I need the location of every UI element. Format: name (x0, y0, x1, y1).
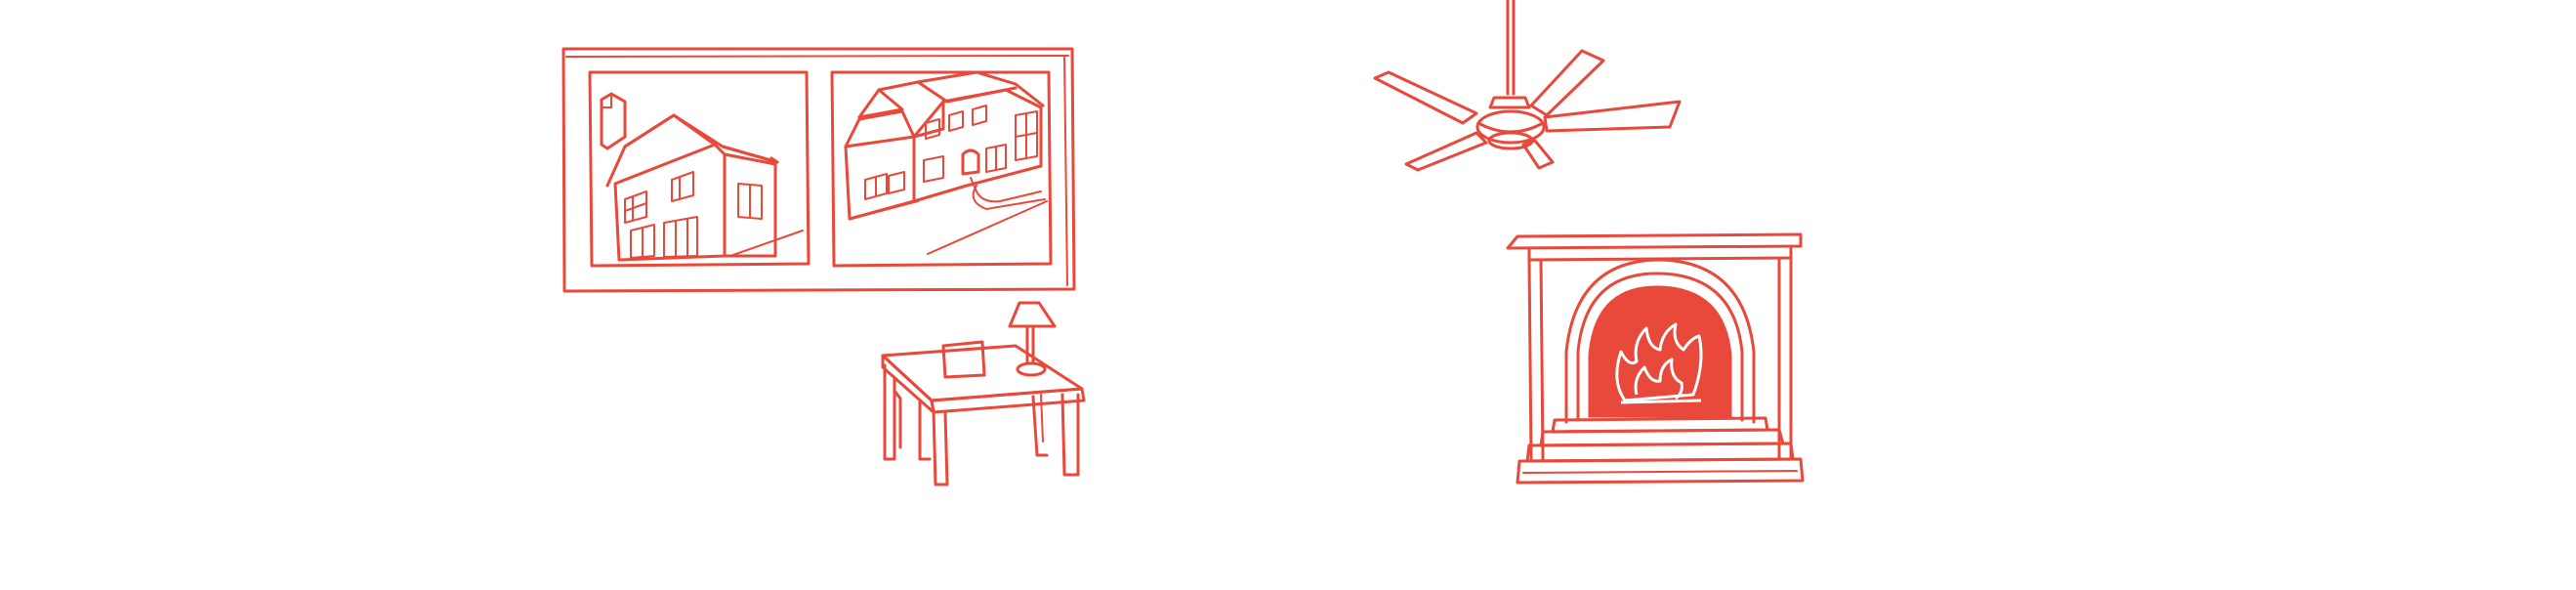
firebox (1588, 285, 1732, 418)
picture-frame-icon (561, 47, 1076, 293)
desk-icon (881, 301, 1086, 486)
ceiling-fan-icon (1373, 0, 1682, 172)
fireplace-icon (1506, 232, 1805, 485)
flame-icon (1615, 322, 1703, 404)
house-picture-left (588, 70, 810, 268)
house-picture-right (830, 70, 1053, 268)
